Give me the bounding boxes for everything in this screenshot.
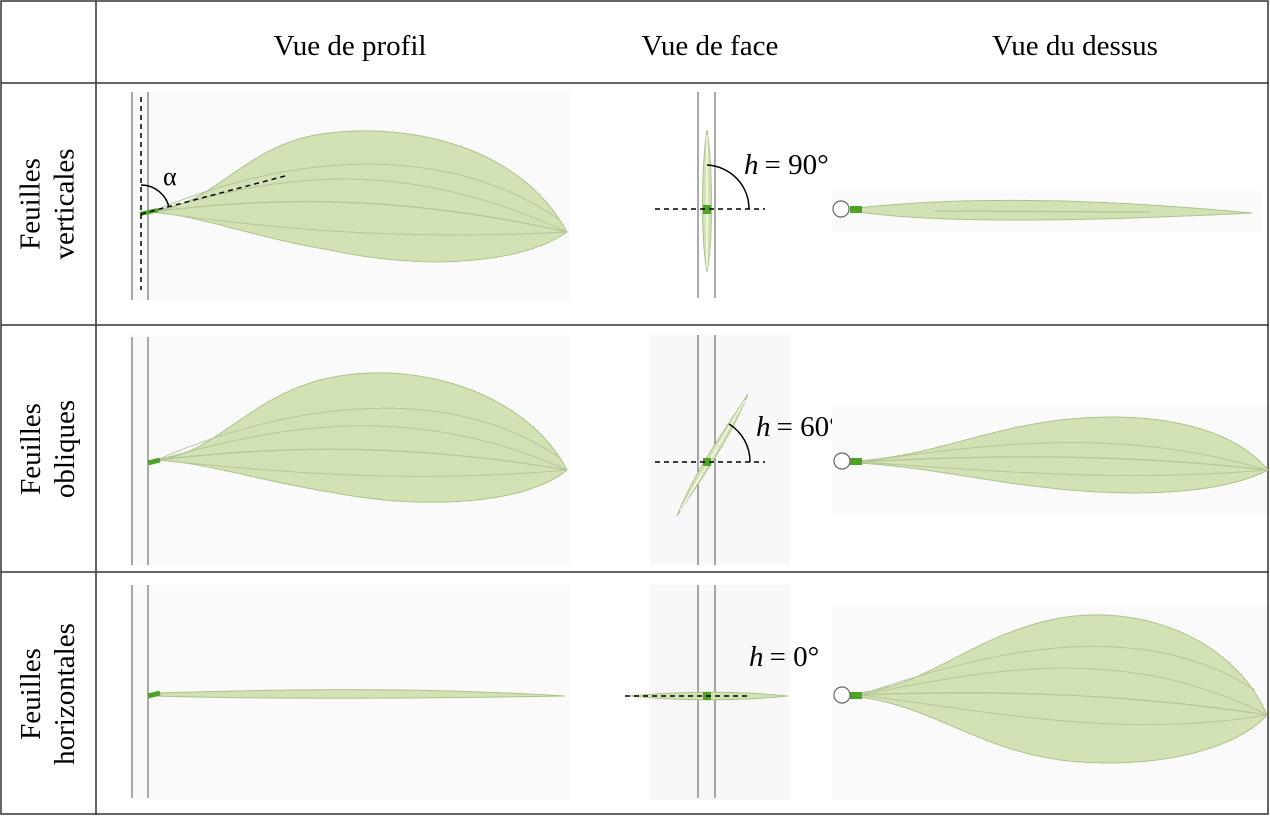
row-label-horizontal: Feuilles horizontales [0, 572, 96, 816]
row-label-line2: obliques [49, 399, 81, 498]
header-top-view: Vue du dessus [992, 30, 1158, 62]
row-label-line2: verticales [49, 148, 82, 260]
row-label-line1: Feuilles [15, 402, 47, 495]
row-label-vertical: Feuilles verticales [0, 83, 96, 325]
row-label-line1: Feuilles [15, 158, 48, 250]
header-profile-view: Vue de profil [273, 30, 427, 62]
row-label-line2: horizontales [49, 623, 82, 765]
header-front-view: Vue de face [641, 30, 779, 62]
row-label-oblique: Feuilles obliques [0, 325, 96, 572]
row-label-line1: Feuilles [15, 648, 48, 740]
